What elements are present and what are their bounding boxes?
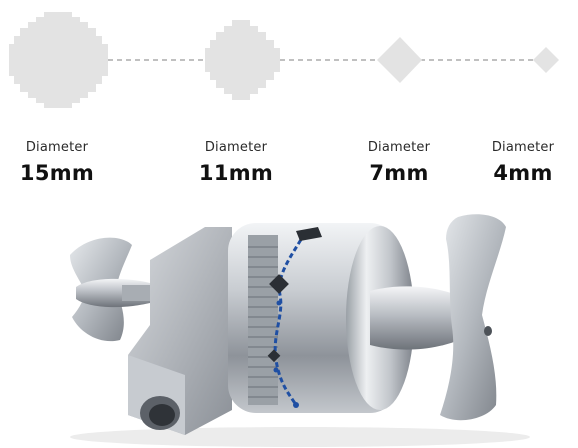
grip-head-clamp-image xyxy=(70,214,530,447)
left-thread xyxy=(122,285,150,301)
hole-path-accent xyxy=(273,232,307,406)
mounting-hole-inner xyxy=(149,404,175,426)
caption-4mm: Diameter 4mm xyxy=(468,140,578,185)
caption-label: Diameter xyxy=(204,140,268,155)
top-notch xyxy=(296,227,322,241)
caption-label: Diameter xyxy=(25,140,89,155)
right-wing-handle xyxy=(440,214,506,421)
caption-15mm: Diameter 15mm xyxy=(2,140,112,185)
hole-shape-11mm xyxy=(205,20,280,100)
rosette-teeth xyxy=(248,235,278,405)
teeth-pattern xyxy=(248,246,278,398)
hole-size-diagram xyxy=(9,12,559,108)
caption-label: Diameter xyxy=(367,140,431,155)
caption-label: Diameter xyxy=(491,140,555,155)
hole-shape-7mm xyxy=(377,37,422,83)
hole-markers xyxy=(267,230,308,408)
hole-shape-4mm xyxy=(533,47,559,73)
hole-shape-15mm xyxy=(9,12,108,108)
caption-7mm: Diameter 7mm xyxy=(344,140,454,185)
caption-11mm: Diameter 11mm xyxy=(181,140,291,185)
caption-value: 11mm xyxy=(198,161,274,185)
right-wing-hole xyxy=(484,326,492,336)
ground-shadow xyxy=(70,427,530,447)
right-shaft xyxy=(370,286,470,350)
caption-value: 15mm xyxy=(19,161,95,185)
caption-value: 4mm xyxy=(493,161,553,185)
caption-value: 7mm xyxy=(369,161,429,185)
